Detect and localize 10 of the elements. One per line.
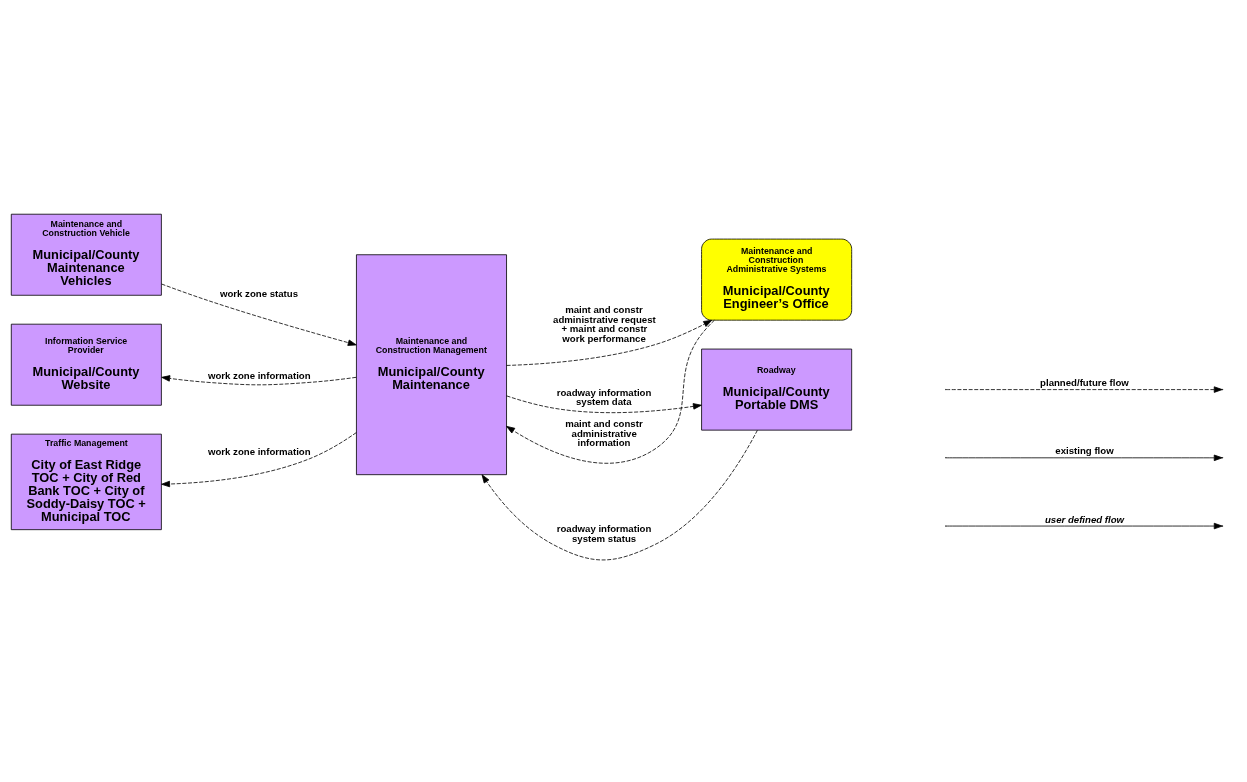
edge-label: maint and constr administrative request + maint and constr work performance	[553, 304, 656, 344]
legend-label: existing flow	[1055, 445, 1114, 457]
edge-label: roadway information system data	[556, 386, 652, 408]
edge-label: work zone status	[219, 287, 299, 299]
edge-label: roadway information system status	[556, 523, 652, 544]
legend-label: planned/future flow	[1040, 377, 1129, 389]
edge-label: maint and constr administrative information	[565, 418, 643, 449]
legend-label: user defined flow	[1044, 513, 1125, 525]
edge-label: work zone information	[207, 369, 311, 381]
edge-label: work zone information	[207, 446, 311, 458]
